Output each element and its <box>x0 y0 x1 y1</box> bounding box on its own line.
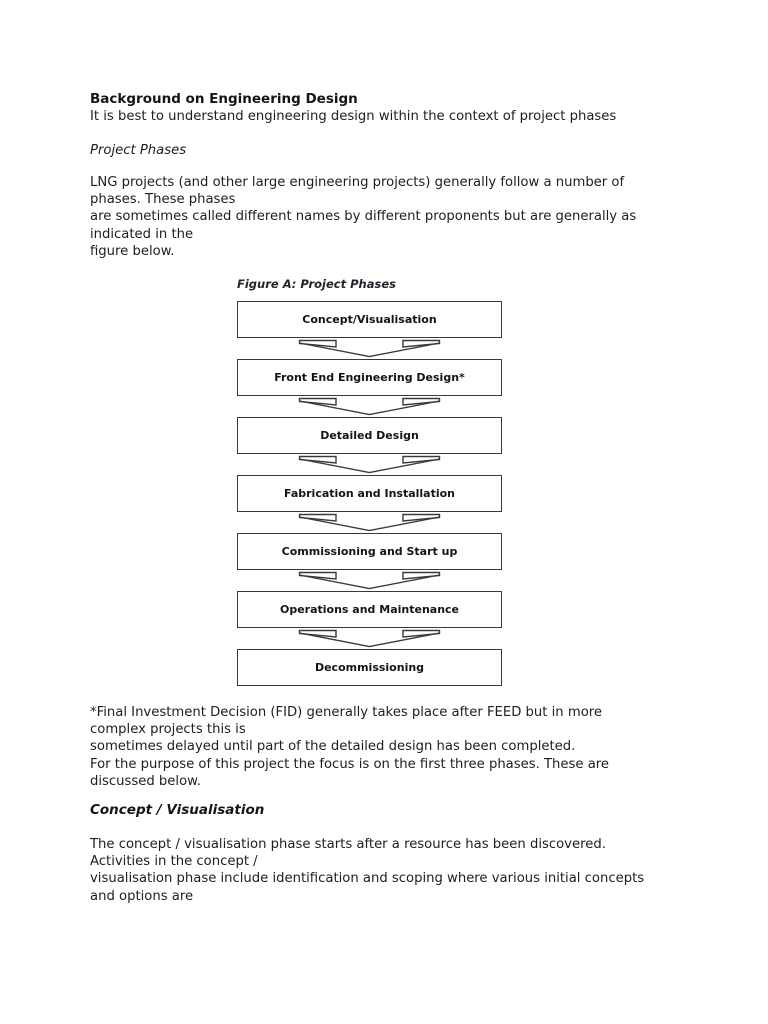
phase-box-detailed-design: Detailed Design <box>237 417 502 454</box>
arrow-down-icon <box>298 571 441 590</box>
phase-box-label: Detailed Design <box>320 429 419 442</box>
phase-box-label: Commissioning and Start up <box>281 545 458 558</box>
arrow-down-icon <box>298 513 441 532</box>
section-heading-concept-visualisation: Concept / Visualisation <box>90 802 265 818</box>
intro-text: It is best to understand engineering des… <box>90 109 617 124</box>
phase-box-label: Operations and Maintenance <box>279 603 460 616</box>
phase-box-decommissioning: Decommissioning <box>237 649 502 686</box>
phase-box-label: Decommissioning <box>314 661 425 674</box>
phase-box-feed: Front End Engineering Design* <box>237 359 502 396</box>
phase-box-label: Front End Engineering Design* <box>274 371 465 384</box>
phase-box-operations-maintenance: Operations and Maintenance <box>237 591 502 628</box>
paragraph-concept-visualisation: The concept / visualisation phase starts… <box>90 837 645 904</box>
arrow-down-icon <box>298 629 441 648</box>
figure-caption: Figure A: Project Phases <box>237 277 396 291</box>
phase-box-concept-visualisation: Concept/Visualisation <box>237 301 502 338</box>
phase-diagram: Concept/Visualisation Front End Engineer… <box>237 301 502 686</box>
arrow-down-icon <box>298 339 441 358</box>
arrow-down-icon <box>298 397 441 416</box>
paragraph-fid-note: *Final Investment Decision (FID) general… <box>90 705 610 789</box>
phase-box-label: Fabrication and Installation <box>283 487 456 500</box>
section-heading-project-phases: Project Phases <box>90 143 187 158</box>
arrow-down-icon <box>298 455 441 474</box>
paragraph-lng-projects: LNG projects (and other large engineerin… <box>90 175 637 259</box>
phase-box-fabrication-installation: Fabrication and Installation <box>237 475 502 512</box>
phase-box-commissioning-startup: Commissioning and Start up <box>237 533 502 570</box>
page-title: Background on Engineering Design <box>90 91 358 107</box>
phase-box-label: Concept/Visualisation <box>302 313 437 326</box>
